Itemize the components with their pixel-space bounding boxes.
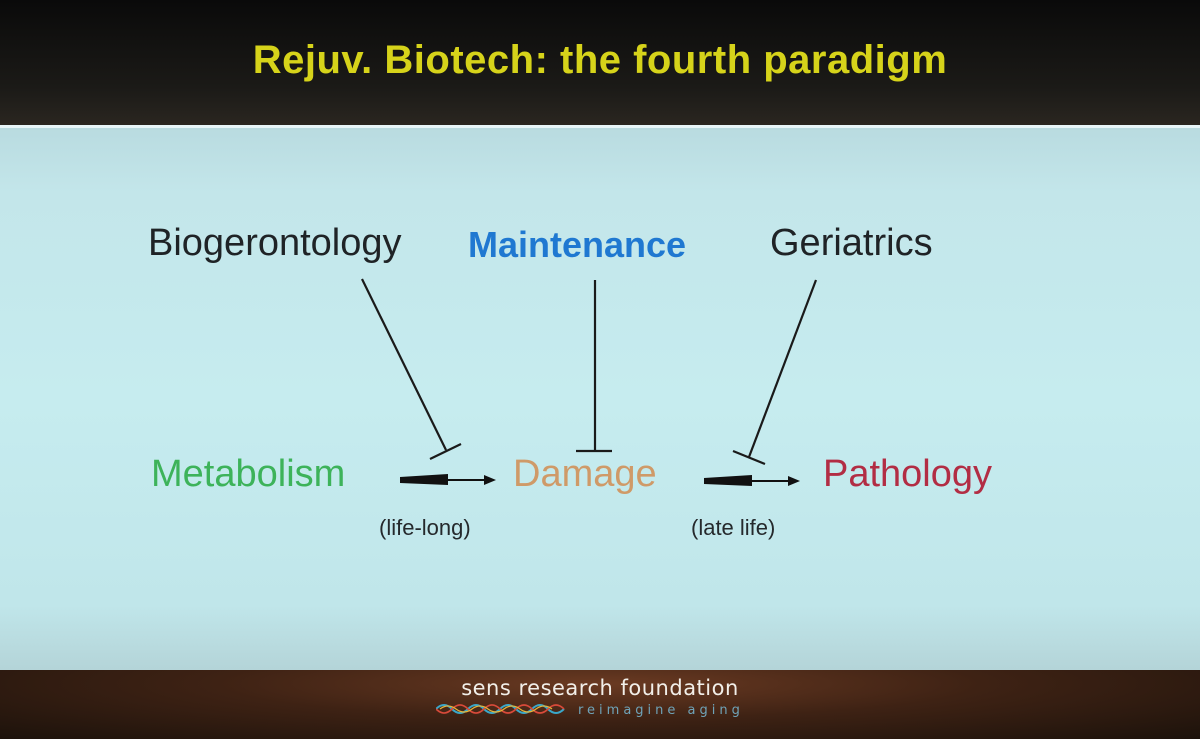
inhibitor-line-biogerontology	[361, 278, 447, 451]
inhibitor-line-geriatrics	[747, 279, 818, 458]
footer-tagline: reimagine aging	[578, 703, 744, 718]
arrow-metabolism-to-damage	[400, 474, 496, 485]
label-pathology: Pathology	[823, 453, 993, 495]
inhibitor-bar-geriatrics	[732, 449, 766, 466]
note-life-long: (life-long)	[379, 515, 471, 540]
title-bar	[0, 0, 1200, 125]
note-late-life: (late life)	[691, 515, 776, 540]
inhibitor-bar-biogerontology	[429, 443, 462, 460]
slide-content	[0, 125, 1200, 670]
label-maintenance: Maintenance	[468, 224, 687, 265]
footer-organization: sens research foundation	[461, 676, 739, 700]
label-damage: Damage	[513, 453, 657, 495]
dna-wave-icon	[436, 704, 565, 714]
slide-title: Rejuv. Biotech: the fourth paradigm	[252, 38, 948, 82]
label-geriatrics: Geriatrics	[770, 222, 933, 264]
label-biogerontology: Biogerontology	[148, 222, 402, 264]
arrow-damage-to-pathology	[704, 475, 800, 486]
footer-bar	[0, 670, 1200, 739]
label-metabolism: Metabolism	[151, 453, 346, 495]
